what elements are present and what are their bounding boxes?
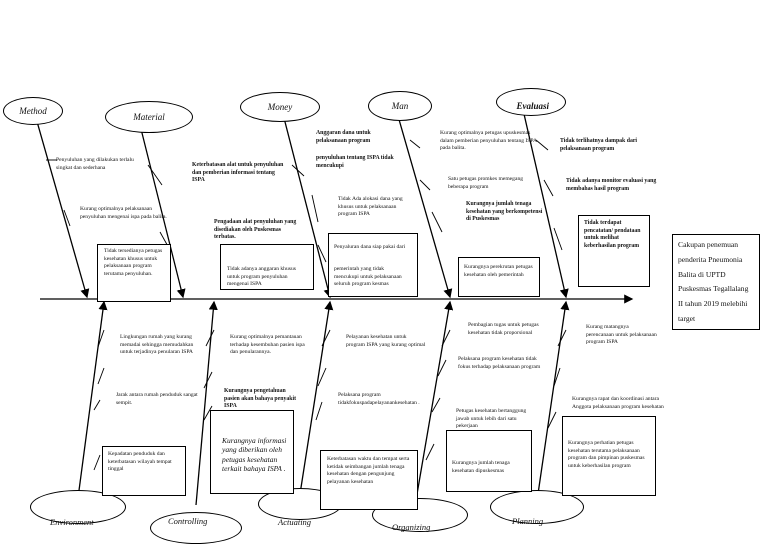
money-cause-3: Tidak Ada alokasi dana yang khusus untuk… [338, 196, 403, 218]
controlling-cause-2: Kurangnya pengetahuan pasien akan bahaya… [224, 388, 297, 410]
evaluasi-cause-3: Tidak terdapat pencatatan/ pendataan unt… [584, 220, 641, 249]
category-money: Money [240, 92, 320, 122]
environment-cause-3: Kepadatan penduduk dan keterbatasan wila… [108, 451, 172, 473]
environment-cause-1: Lingkungan rumah yang kurang memadai seh… [120, 334, 194, 356]
method-cause-1: Penyuluhan yang dilakukan terlalu singka… [56, 157, 134, 171]
money-cause-4: Penyaluran dana siap pakai dari [334, 244, 406, 250]
category-evaluasi: Evaluasi [496, 88, 566, 116]
material-cause-1: Keterbatasan alat untuk penyuluhan dan p… [192, 162, 284, 184]
bone-man [397, 115, 453, 299]
evaluasi-cause-2: Tidak adanya monitor evaluasi yang memba… [566, 178, 657, 192]
category-planning-label: Planning [512, 516, 544, 526]
man-cause-2: Satu petugas promkes memegang beberapa p… [448, 176, 524, 190]
category-man: Man [368, 91, 432, 121]
material-cause-2: Pengadaan alat penyuluhan yang disediaka… [214, 219, 297, 241]
money-cause-1: Anggaran dana untuk pelaksanaan program [316, 130, 371, 144]
actuating-cause-3: Keterbatasan waktu dan tempat serta keti… [327, 456, 410, 485]
man-cause-1: Kurang optimalnya petugas upuskesmas dal… [440, 130, 537, 152]
bone-environment [77, 300, 108, 499]
material-cause-3: Tidak adanya anggaran khusus untuk progr… [227, 266, 296, 288]
actuating-cause-1: Pelayanan kesehatan untuk program ISPA y… [346, 334, 426, 348]
category-organizing-label: Organizing [392, 522, 431, 532]
bone-actuating [299, 300, 334, 495]
bone-evaluasi [523, 113, 569, 299]
evaluasi-cause-box [578, 215, 650, 287]
money-cause-2: penyuluhan tentang ISPA tidak mencukupi [316, 155, 394, 169]
man-cause-3: Kurangnya jumlah tenaga kesehatan yang b… [466, 201, 543, 223]
category-environment-label: Environment [50, 517, 94, 527]
bone-material [139, 124, 186, 299]
organizing-cause-1: Pembagian tugas untuk petugas kesehatan … [468, 322, 539, 336]
organizing-cause-2: Pelaksana program kesehatan tidak fokus … [458, 356, 541, 370]
category-method: Method [3, 97, 63, 125]
category-controlling-label: Controlling [168, 516, 208, 526]
category-actuating-label: Actuating [278, 517, 312, 527]
bone-method [35, 117, 90, 299]
controlling-cause-1: Kurang optimalnya pemantauan terhadap ke… [230, 334, 305, 356]
bone-planning [537, 300, 570, 495]
category-material: Material [105, 101, 193, 133]
actuating-cause-2: Pelaksana program tidakfokuspadapelayana… [338, 392, 420, 406]
actuating-cause-box [320, 450, 418, 510]
controlling-cause-3: Kurangnya informasi yang diberikan oleh … [222, 436, 287, 474]
organizing-cause-box [446, 430, 532, 492]
man-cause-box [458, 257, 540, 297]
evaluasi-cause-1: Tidak terlihatnya dampak dari pelaksanaa… [560, 138, 638, 152]
planning-cause-2: Kurangnya rapat dan koordinasi antara An… [572, 396, 664, 410]
organizing-cause-3: Petugas kesehatan bertanggung jawab untu… [456, 408, 527, 430]
environment-cause-2: Jarak antara rumah penduduk sangat sempi… [116, 392, 198, 406]
money-cause-box [328, 233, 418, 297]
environment-cause-box [102, 446, 186, 496]
category-label: Method [19, 106, 47, 116]
category-label: Material [133, 112, 165, 122]
bone-organizing [415, 300, 454, 501]
category-label: Money [267, 102, 293, 112]
method-cause-2: Kurang optimalnya pelaksanaan penyuluhan… [80, 206, 167, 220]
category-controlling-ellipse [150, 512, 242, 544]
planning-cause-3: Kurangnya perhatian petugas kesehatan te… [568, 440, 645, 469]
category-label: Man [391, 101, 409, 111]
planning-cause-box [562, 416, 656, 496]
man-cause-4: Kurangnya perekrutan petugas kesehatan o… [464, 264, 533, 278]
category-label: Evaluasi [516, 101, 549, 111]
planning-cause-1: Kurang matangnya perencanaan untuk pelak… [586, 324, 657, 346]
effect-box: Cakupan penemuan penderita Pneumonia Bal… [672, 234, 760, 330]
method-cause-box [97, 244, 171, 302]
bone-money [283, 117, 333, 299]
organizing-cause-4: Kurangnya jumlah tenaga kesehatan dipusk… [452, 460, 510, 474]
material-cause-box [220, 244, 314, 290]
controlling-cause-box [210, 410, 294, 494]
method-cause-3: Tidak tersedianya petugas kesehatan khus… [104, 248, 163, 277]
money-cause-5: pemerintah yang tidak mencukupi untuk pe… [334, 266, 402, 288]
